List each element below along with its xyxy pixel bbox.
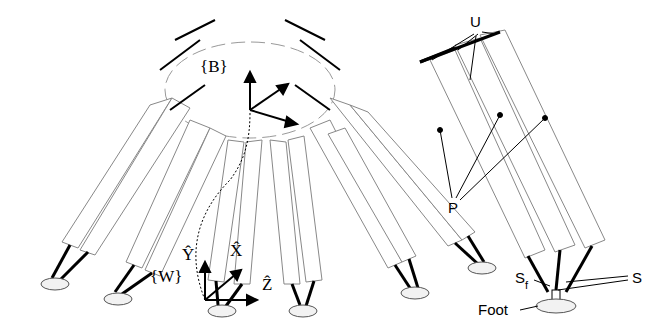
part-label: X̂ — [230, 242, 242, 259]
part-label: Foot — [478, 302, 508, 317]
part-label: Ŷ — [182, 246, 194, 263]
part-label: {W} — [150, 268, 182, 285]
part-label: S — [632, 270, 642, 285]
part-label: S — [515, 270, 525, 285]
part-label: Ẑ — [262, 276, 272, 293]
part-label: {B} — [200, 58, 228, 75]
part-label: P — [448, 200, 458, 215]
part-label: U — [470, 14, 481, 29]
part-label: f — [525, 280, 528, 291]
